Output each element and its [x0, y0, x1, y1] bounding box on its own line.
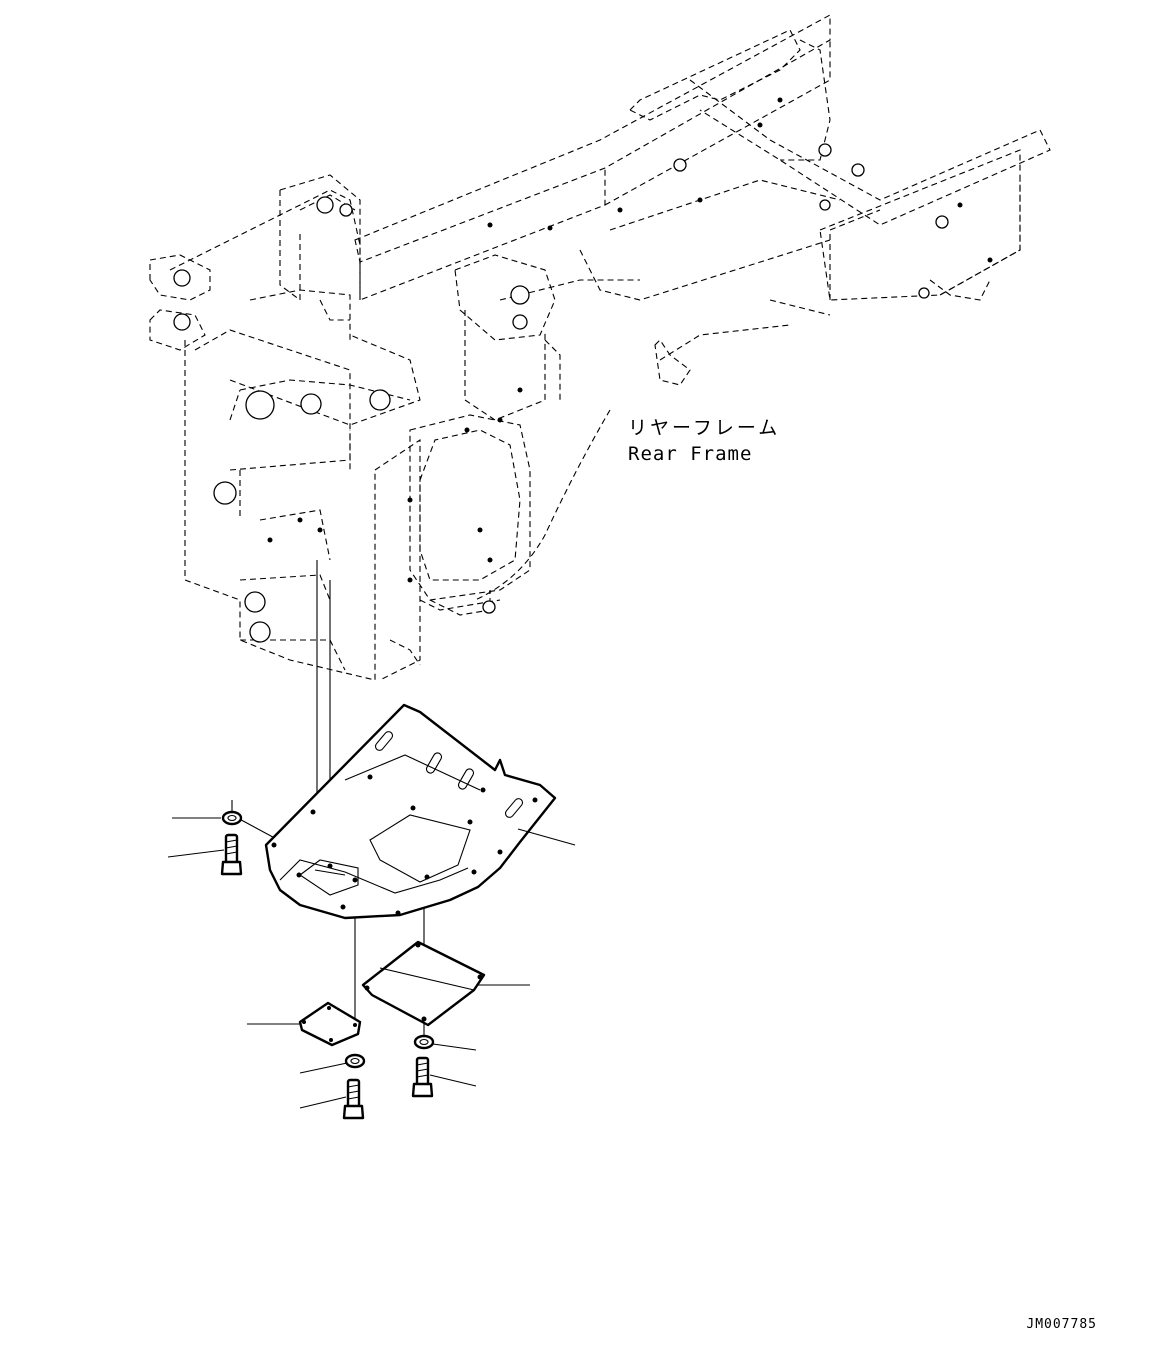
leader-lines — [167, 817, 576, 1109]
washer-lower-left — [344, 1053, 366, 1069]
rear-frame-label: リヤーフレーム Rear Frame — [628, 417, 780, 465]
cover-plate-large — [361, 940, 486, 1027]
bolt-lower-right — [411, 1056, 434, 1098]
cover-plate-small — [298, 1001, 362, 1047]
underguard-plate — [264, 703, 557, 920]
rear-frame-drawing — [149, 14, 1051, 681]
bolt-upper — [220, 833, 243, 876]
rear-frame-label-en: Rear Frame — [628, 443, 752, 465]
washer-upper — [221, 810, 243, 826]
rear-frame-label-jp: リヤーフレーム — [628, 417, 780, 439]
washer-lower-right — [413, 1034, 435, 1050]
drawing-number: JM007785 — [1026, 1317, 1097, 1332]
bolt-lower-left — [342, 1078, 365, 1120]
